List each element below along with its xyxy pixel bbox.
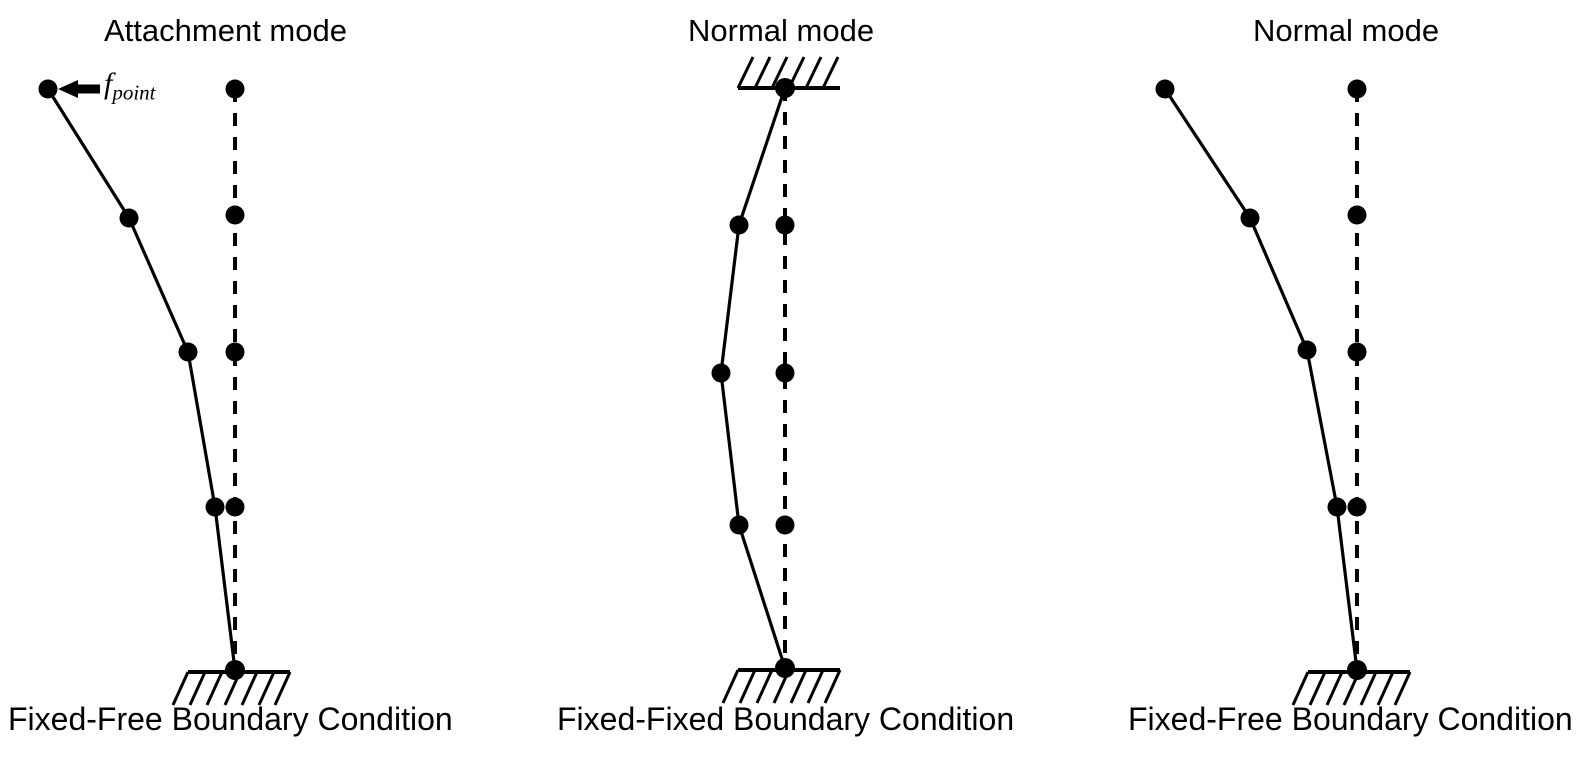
reference-node <box>225 342 245 362</box>
reference-node <box>225 205 245 225</box>
mode-shape-node <box>1240 208 1260 228</box>
reference-node <box>1347 205 1367 225</box>
panel-diagram-svg <box>1155 79 1412 706</box>
reference-node <box>775 215 795 235</box>
reference-node <box>225 79 245 99</box>
mode-shape-node <box>178 342 198 362</box>
mode-shape-polyline <box>1163 87 1359 672</box>
fixed-support-bottom <box>1291 670 1412 706</box>
mode-shape-polyline <box>46 87 237 672</box>
mode-shape-node-anchor-bottom <box>775 658 795 678</box>
panel-normal-mode-fixed-free: Normal mode <box>1056 0 1584 759</box>
panel-diagram-svg <box>38 79 292 706</box>
reference-node <box>1347 79 1367 99</box>
panel-normal-mode-fixed-fixed: Normal mode <box>528 0 1056 759</box>
mode-shape-node <box>38 79 58 99</box>
panel-attachment-mode: Attachment mode <box>0 0 528 759</box>
reference-node <box>775 515 795 535</box>
mode-shape-node <box>205 497 225 517</box>
panel-diagram-svg <box>711 56 842 704</box>
mode-shape-node <box>1155 79 1175 99</box>
mode-shape-node-anchor-top <box>775 78 795 98</box>
mode-shape-node <box>119 208 139 228</box>
reference-node <box>1347 342 1367 362</box>
reference-node <box>1347 497 1367 517</box>
mode-shape-node <box>1327 497 1347 517</box>
force-label-base: f <box>104 67 113 100</box>
force-arrow-icon <box>58 80 100 98</box>
panel-caption: Fixed-Free Boundary Condition <box>1128 701 1573 737</box>
fixed-support-bottom <box>171 670 292 706</box>
mode-shape-node <box>729 515 749 535</box>
reference-node <box>775 363 795 383</box>
panel-caption: Fixed-Fixed Boundary Condition <box>557 701 1015 737</box>
panel-caption: Fixed-Free Boundary Condition <box>8 701 453 737</box>
mode-shape-node <box>711 363 731 383</box>
panel-title: Normal mode <box>688 13 875 48</box>
mode-shape-polyline <box>719 86 787 670</box>
reference-node <box>225 497 245 517</box>
panel-title: Normal mode <box>1253 13 1440 48</box>
force-label-subscript: point <box>112 80 156 105</box>
force-label: fpoint <box>104 68 156 108</box>
mode-shape-node <box>729 215 749 235</box>
panel-title: Attachment mode <box>104 13 347 48</box>
mode-shape-node <box>1297 340 1317 360</box>
